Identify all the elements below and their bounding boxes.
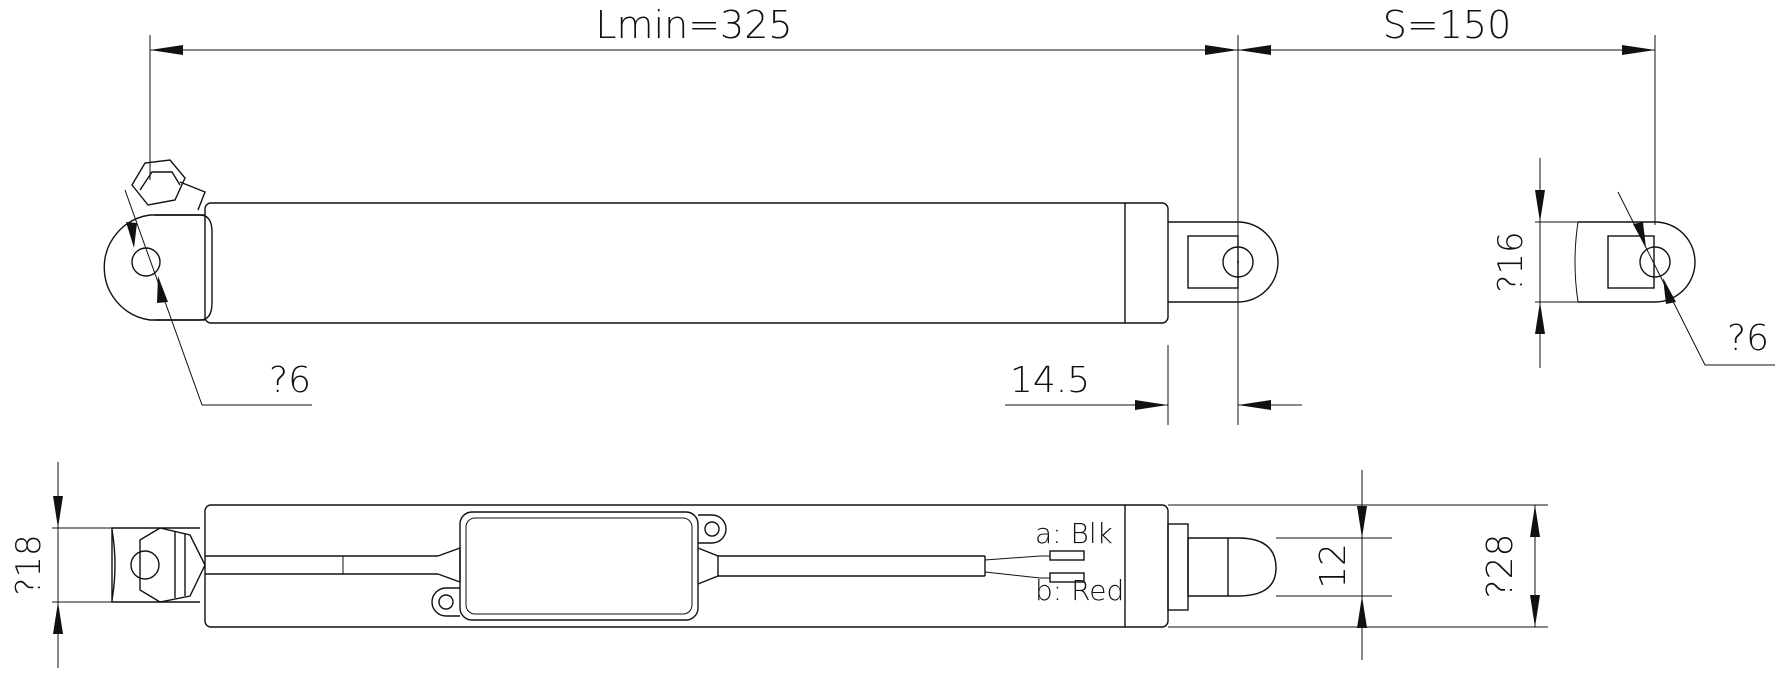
arrow [1622,45,1655,55]
dimension-rod-end-height: ?16 [1491,231,1531,292]
arrow [1663,278,1676,304]
rod-end-slot [1187,235,1239,289]
dimension-stroke: S=150 [1383,3,1512,47]
side-mount-boss [130,550,160,580]
rear-mount-hole [131,247,161,277]
arrow [1530,595,1540,627]
leader-line [1617,191,1706,366]
detail-slot [1607,235,1655,289]
terminal-b [1049,572,1085,583]
dimension-body-side: ?18 [9,534,49,595]
detail-rod-end [1578,221,1696,303]
cable-gland-detail [139,171,181,191]
dimension-offset: 14.5 [1010,360,1090,401]
controller-box [459,511,699,621]
detail-hole [1639,246,1671,278]
wire-label-a: a: Blk [1035,517,1113,550]
side-clevis [111,527,200,603]
side-gland-hex [139,527,206,603]
dimension-hole-right: ?6 [1727,318,1769,359]
mounting-tab [431,587,460,617]
mounting-hole [438,594,454,610]
dimension-rod: 12 [1313,543,1354,589]
arrow [1357,506,1367,538]
rod-end [1168,221,1279,303]
break-line [1574,221,1579,303]
arrow [157,276,168,303]
cable-gland-nut [179,181,206,211]
cable-gland [131,159,186,206]
arrow [1205,45,1238,55]
arrow [150,45,183,55]
arrow [1633,222,1646,248]
dimension-body: ?28 [1480,534,1521,599]
arrow [1535,190,1545,222]
arrow [53,496,63,528]
cable-entry [437,547,461,583]
dimension-hole-left: ?6 [269,360,311,401]
rod-end-detail: ?6 ?16 [1491,158,1775,368]
side-rod [1187,537,1277,597]
arrow [53,602,63,634]
rod-end-center [1237,261,1239,263]
arrow [1238,400,1271,410]
arrow [126,222,137,248]
controller-box-inner [465,517,693,615]
rod-end-hole [1222,246,1254,278]
cable-exit [697,547,719,585]
body-tube [204,202,1169,324]
side-rod-collar [1167,523,1189,611]
arrow [1357,596,1367,628]
side-clevis-curve [111,529,116,601]
top-view: Lmin=325 S=150 ?6 14.5 [103,3,1656,425]
wire-label-b: b: Red [1035,574,1124,607]
arrow [1535,302,1545,334]
wire-a [984,555,1050,561]
rear-clevis [103,214,205,321]
mounting-hole [704,521,720,537]
side-body-tube [204,504,1169,628]
wire-b [984,571,1050,579]
arrow [1530,505,1540,537]
rear-clevis-inner [155,214,213,321]
side-view: ?18 a: Blk b: Red [9,462,1548,668]
arrow [1238,45,1271,55]
mounting-tab [698,514,727,544]
arrow [1135,400,1168,410]
dimension-lmin: Lmin=325 [595,3,792,47]
terminal-a [1049,550,1085,561]
